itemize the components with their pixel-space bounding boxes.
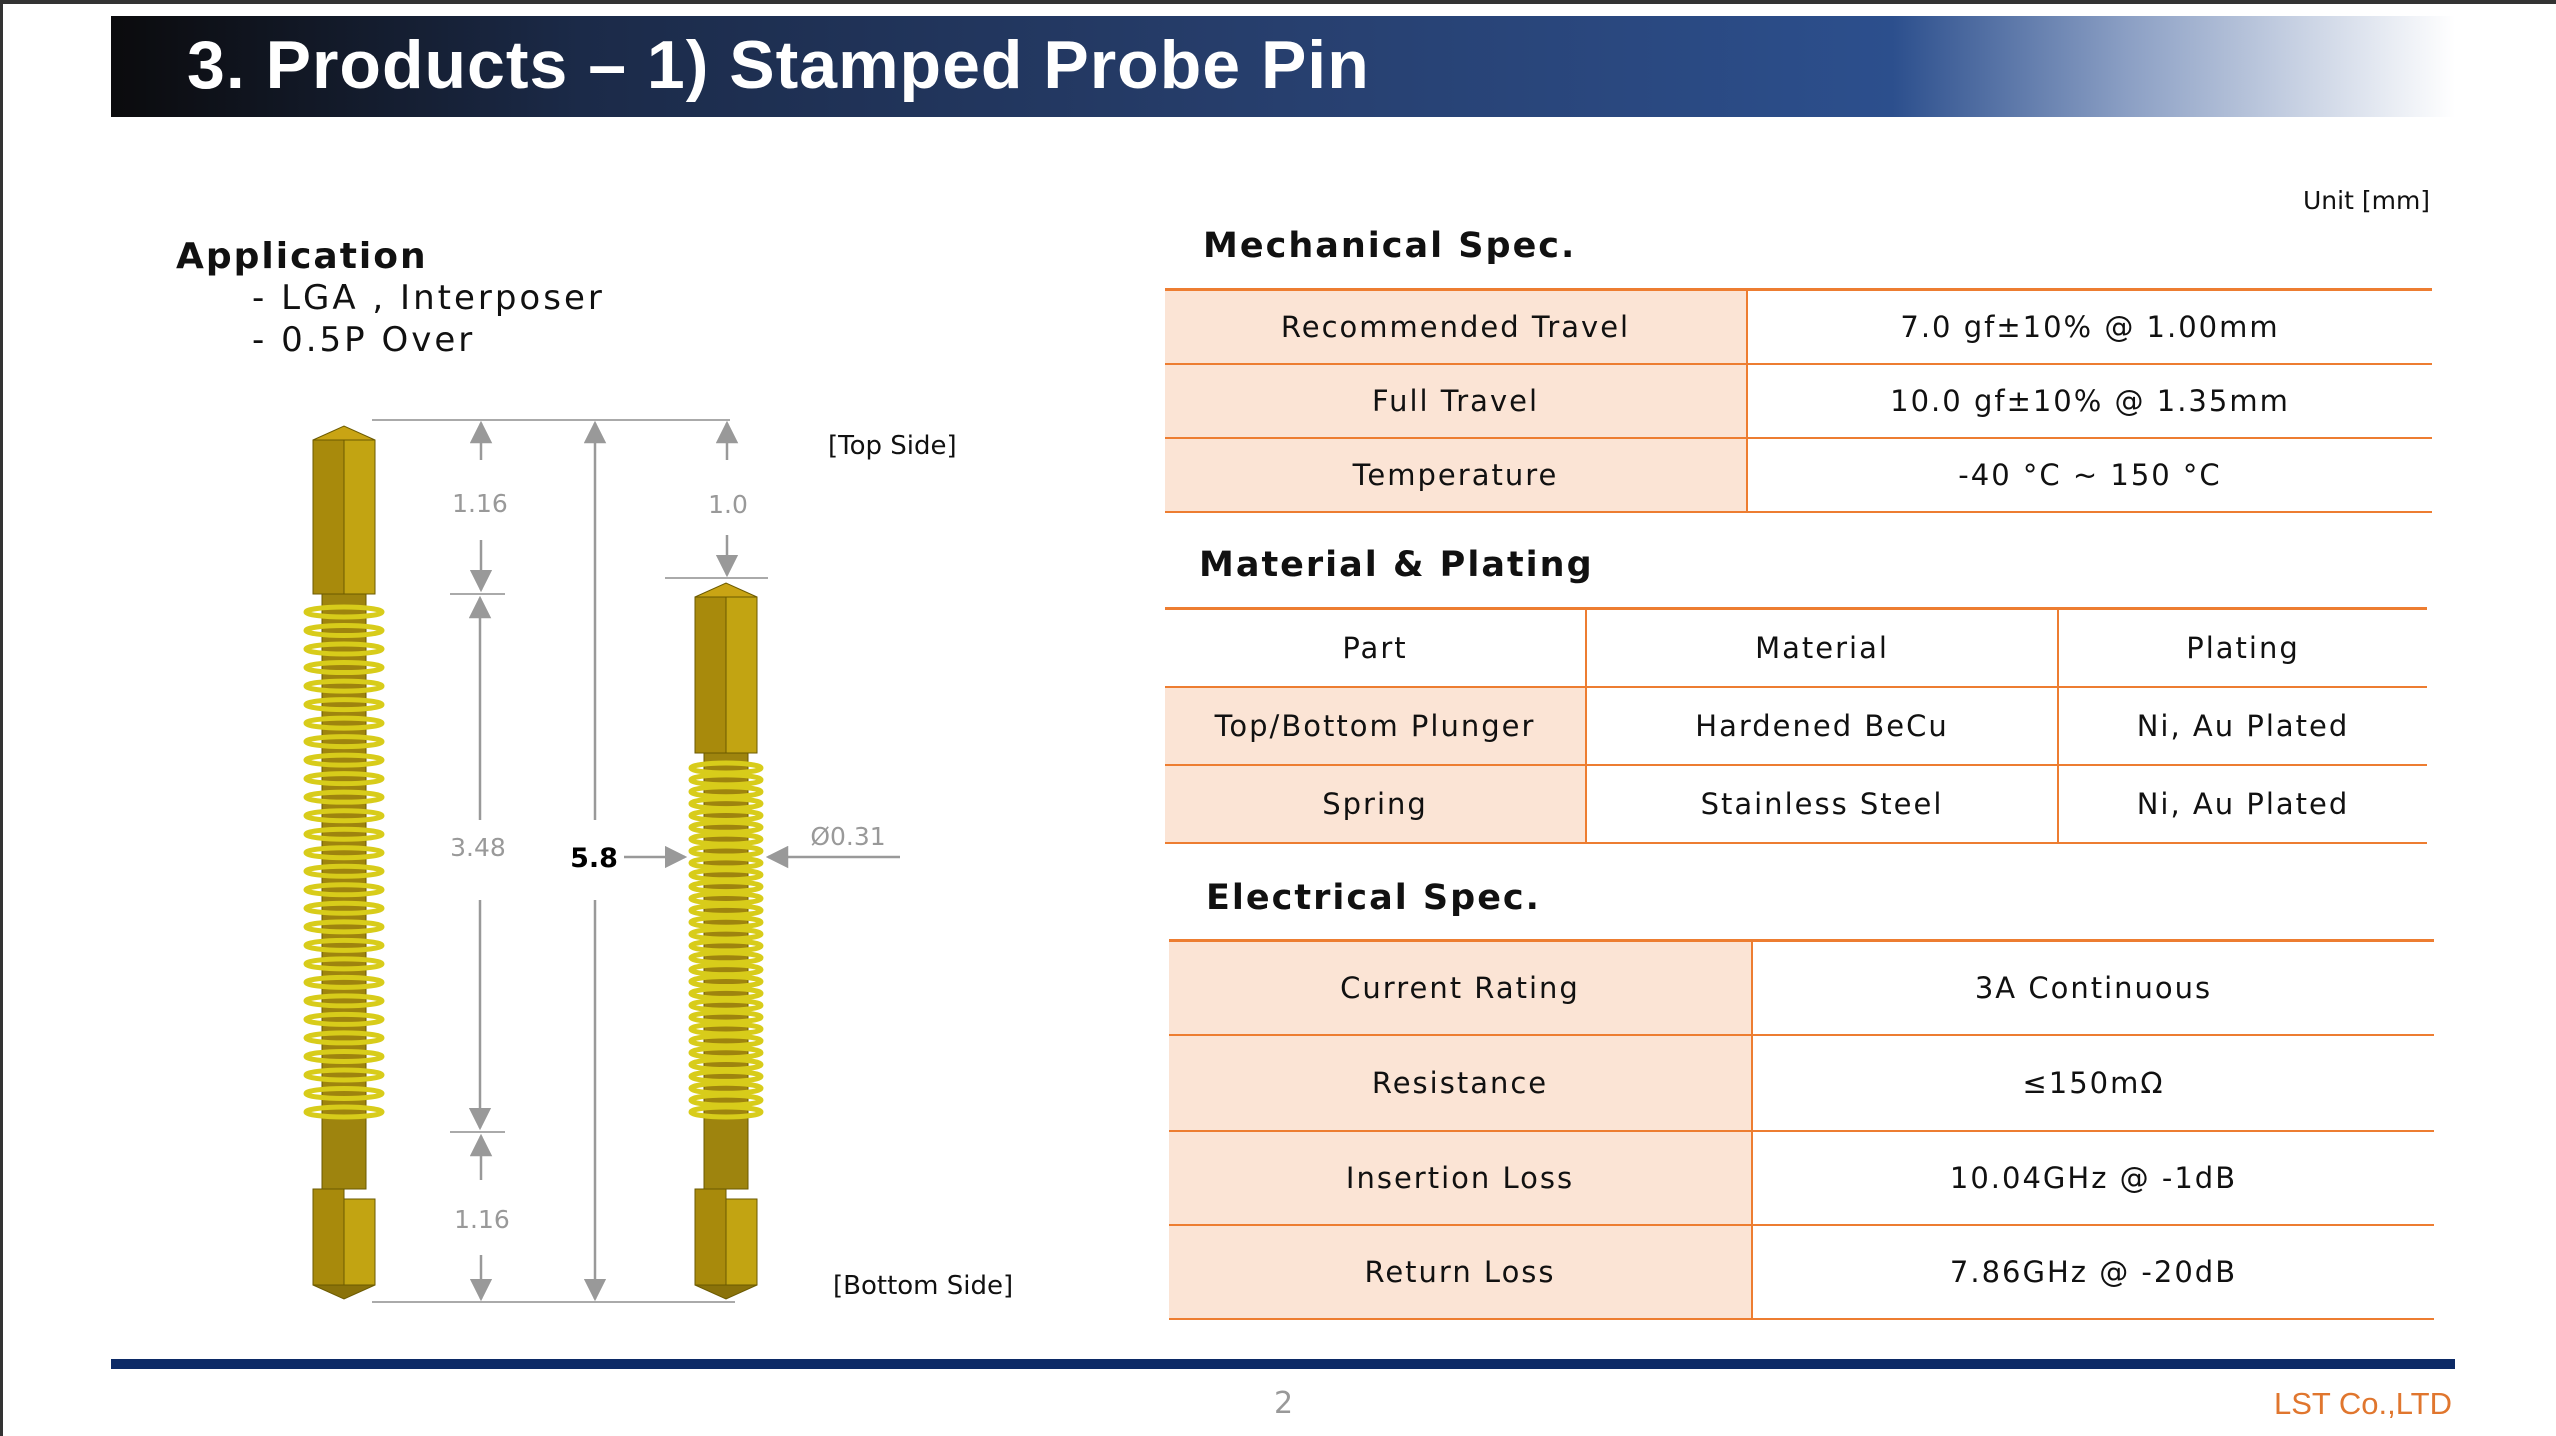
dim-travel: 1.0 bbox=[708, 490, 748, 519]
part-cell: Top/Bottom Plunger bbox=[1165, 686, 1587, 766]
spec-value: 7.86GHz @ -20dB bbox=[1752, 1224, 2434, 1320]
title-banner: 3. Products – 1) Stamped Probe Pin bbox=[111, 16, 2455, 117]
mechanical-spec-title: Mechanical Spec. bbox=[1203, 226, 1577, 266]
dim-bottom-plunger: 1.16 bbox=[454, 1205, 510, 1234]
column-header: Plating bbox=[2058, 607, 2427, 688]
application-title: Application bbox=[176, 236, 428, 277]
dim-total-length: 5.8 bbox=[570, 843, 618, 874]
spec-value: ≤150mΩ bbox=[1752, 1034, 2434, 1132]
column-header: Part bbox=[1165, 607, 1587, 688]
spec-label: Current Rating bbox=[1169, 939, 1753, 1036]
spec-label: Insertion Loss bbox=[1169, 1130, 1753, 1226]
material-cell: Stainless Steel bbox=[1586, 764, 2059, 844]
column-header: Material bbox=[1586, 607, 2059, 688]
company-name: LST Co.,LTD bbox=[2273, 1386, 2452, 1421]
spec-label: Return Loss bbox=[1169, 1224, 1753, 1320]
spec-label: Resistance bbox=[1169, 1034, 1753, 1132]
dim-diameter: Ø0.31 bbox=[810, 822, 885, 851]
page-number: 2 bbox=[1274, 1386, 1294, 1421]
table-row: Resistance≤150mΩ bbox=[1169, 1034, 2434, 1132]
material-cell: Hardened BeCu bbox=[1586, 686, 2059, 766]
spec-label: Temperature bbox=[1165, 437, 1748, 513]
plating-cell: Ni, Au Plated bbox=[2058, 764, 2427, 844]
page-title: 3. Products – 1) Stamped Probe Pin bbox=[187, 27, 1370, 103]
spec-value: 7.0 gf±10% @ 1.00mm bbox=[1747, 288, 2432, 365]
spec-label: Full Travel bbox=[1165, 363, 1748, 439]
unit-label: Unit [mm] bbox=[2303, 186, 2431, 215]
spec-label: Recommended Travel bbox=[1165, 288, 1748, 365]
spec-value: -40 °C ~ 150 °C bbox=[1747, 437, 2432, 513]
application-item: - LGA , Interposer bbox=[252, 278, 605, 318]
table-row: Temperature-40 °C ~ 150 °C bbox=[1165, 437, 2432, 513]
spec-value: 10.04GHz @ -1dB bbox=[1752, 1130, 2434, 1226]
window-frame-top bbox=[0, 0, 2556, 4]
probe-pin-compressed bbox=[688, 582, 764, 1300]
material-plating-title: Material & Plating bbox=[1199, 545, 1594, 585]
spec-value: 3A Continuous bbox=[1752, 939, 2434, 1036]
probe-pin-free bbox=[303, 425, 385, 1300]
plating-cell: Ni, Au Plated bbox=[2058, 686, 2427, 766]
top-side-label: [Top Side] bbox=[828, 431, 957, 461]
footer-divider bbox=[111, 1359, 2455, 1369]
spec-value: 10.0 gf±10% @ 1.35mm bbox=[1747, 363, 2432, 439]
part-cell: Spring bbox=[1165, 764, 1587, 844]
application-item: - 0.5P Over bbox=[252, 320, 476, 360]
electrical-spec-title: Electrical Spec. bbox=[1206, 878, 1541, 918]
dim-top-plunger: 1.16 bbox=[452, 489, 508, 518]
dim-spring: 3.48 bbox=[450, 833, 506, 862]
bottom-side-label: [Bottom Side] bbox=[833, 1271, 1013, 1301]
window-frame-left bbox=[0, 0, 3, 1436]
